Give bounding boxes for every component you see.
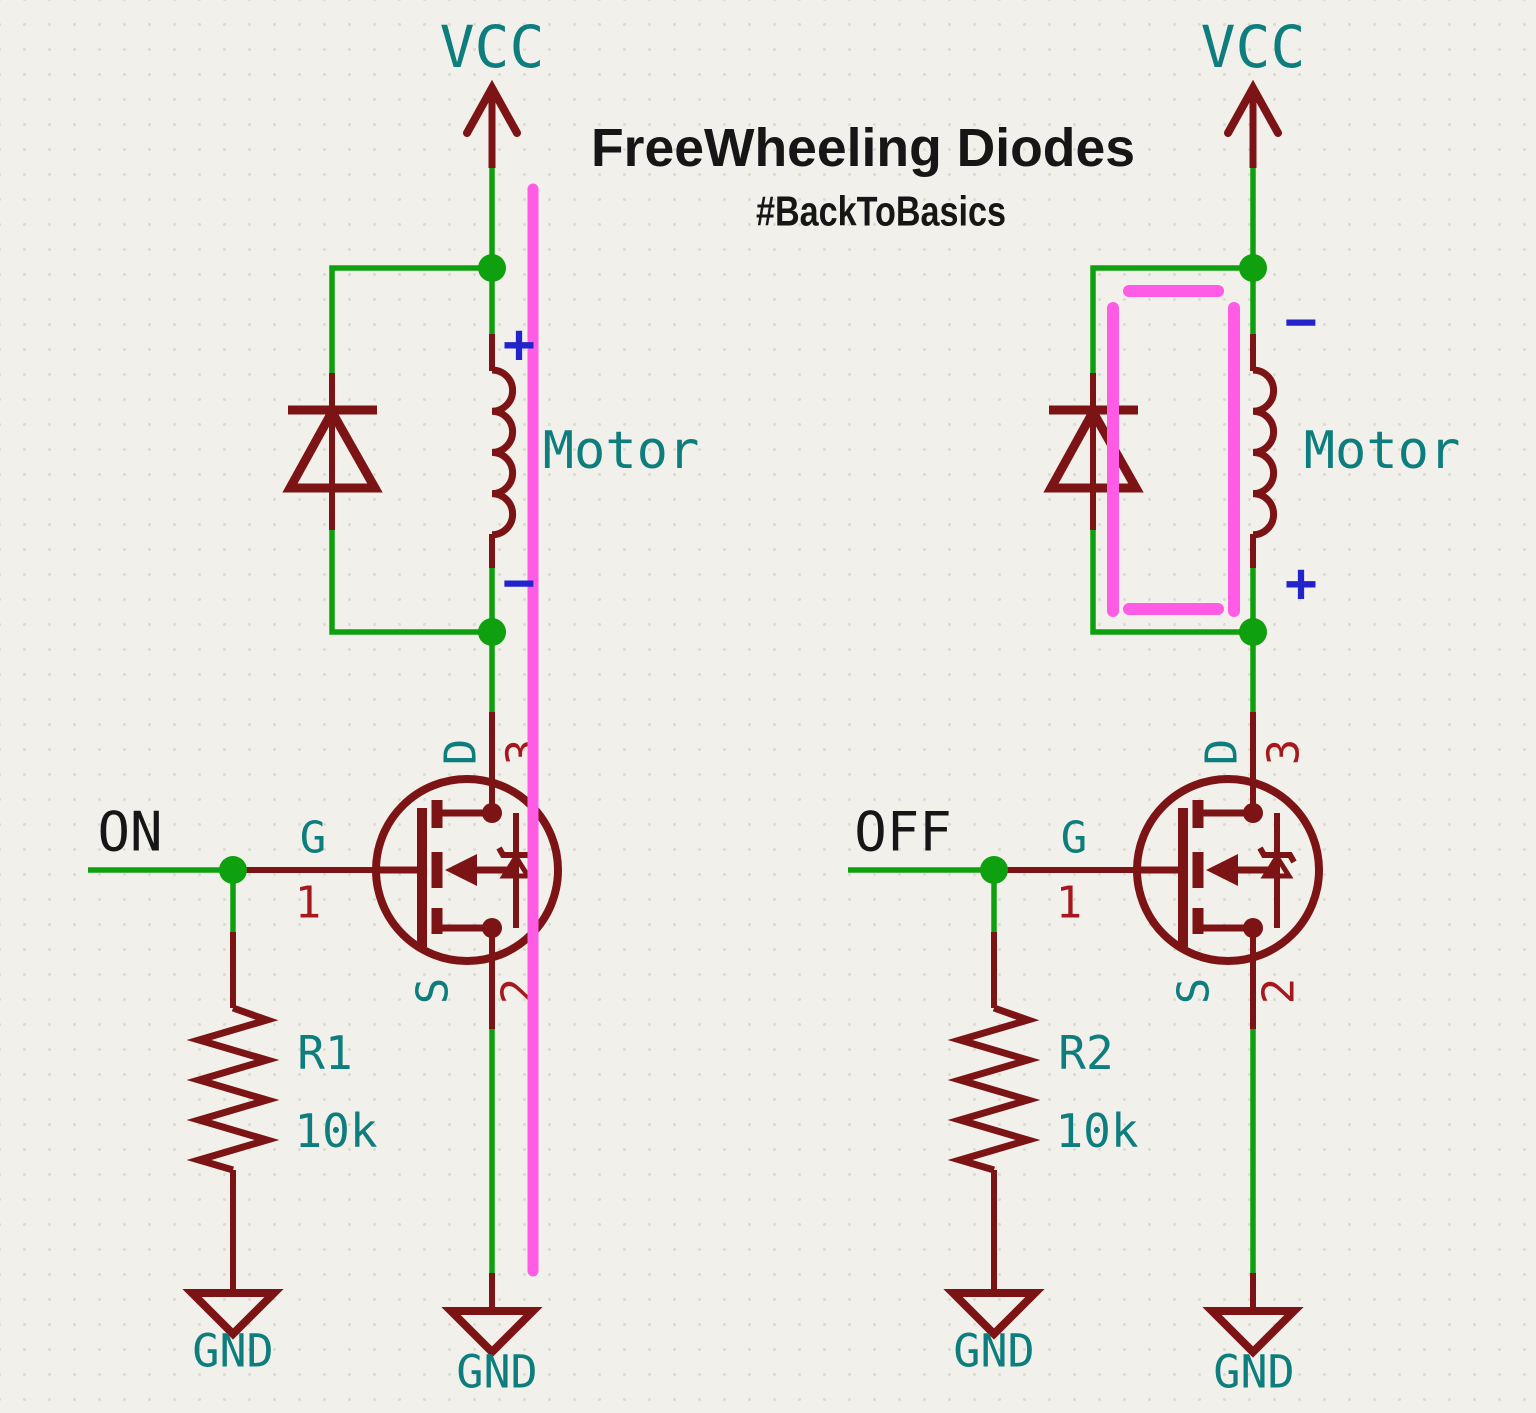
pin-number-drain: 3 <box>498 739 549 766</box>
title-block: FreeWheeling Diodes #BackToBasics <box>591 118 1135 235</box>
wire-diode-top-loop <box>1090 265 1253 374</box>
nmos-transistor: G 1 D 3 S 2 <box>1056 739 1323 1005</box>
left-wires-green <box>88 168 495 1274</box>
gnd-symbol: GND <box>1202 1307 1304 1399</box>
polarity-minus: − <box>503 551 536 614</box>
gnd-symbol: GND <box>441 1307 543 1399</box>
right-wires-red <box>991 334 1256 1312</box>
gate-pulldown-resistor: R2 10k <box>947 1004 1139 1174</box>
polarity-plus: + <box>1285 552 1318 615</box>
diode-triangle <box>282 402 383 493</box>
motor-label: Motor <box>543 421 700 481</box>
vcc-label: VCC <box>1201 13 1306 81</box>
wire-diode-bottom-loop <box>1090 529 1253 635</box>
resistor-zigzag-icon <box>186 1004 280 1174</box>
body-diode-triangle <box>499 852 533 879</box>
pin-name-drain: D <box>436 739 487 766</box>
left-wires-red <box>230 334 495 1312</box>
junction-dot <box>1239 254 1267 282</box>
junction-dot <box>219 856 247 884</box>
resistor-value: 10k <box>1055 1104 1138 1158</box>
gnd-triangle-icon <box>182 1289 284 1340</box>
mosfet-internals <box>376 800 536 947</box>
gate-state-label: ON <box>97 801 162 864</box>
gate-pulldown-resistor: R1 10k <box>186 1004 378 1174</box>
current-path-highlights <box>527 183 1240 1277</box>
mosfet-source-dot <box>482 918 502 938</box>
polarity-plus: + <box>503 313 536 376</box>
mosfet-arrow-icon <box>445 854 477 886</box>
gnd-label: GND <box>456 1346 537 1399</box>
junction-dot <box>478 618 506 646</box>
freewheel-diode-icon <box>282 402 383 493</box>
pin-number-gate: 1 <box>1056 878 1083 929</box>
page-title: FreeWheeling Diodes <box>591 118 1135 178</box>
pin-name-drain: D <box>1197 739 1248 766</box>
wire-diode-bottom-loop <box>329 529 492 635</box>
nmos-transistor: G 1 D 3 S 2 <box>295 739 562 1005</box>
pin-name-gate: G <box>300 813 327 864</box>
gnd-triangle-icon <box>1202 1307 1304 1358</box>
mosfet-arrow-icon <box>1206 854 1238 886</box>
pin-number-gate: 1 <box>295 878 322 929</box>
gnd-triangle-icon <box>441 1307 543 1358</box>
gnd-label: GND <box>1213 1346 1294 1399</box>
junction-dot <box>1239 618 1267 646</box>
polarity-marks: + − − + <box>503 290 1318 615</box>
right-circuit: VCC Motor <box>848 13 1460 1399</box>
body-diode-triangle <box>1260 852 1294 879</box>
gnd-triangle-icon <box>943 1289 1045 1340</box>
vcc-power-symbol: VCC <box>1201 13 1306 168</box>
gnd-label: GND <box>192 1325 273 1378</box>
pin-number-source: 2 <box>1254 978 1305 1005</box>
page-subtitle: #BackToBasics <box>756 188 1006 235</box>
pin-name-source: S <box>1169 978 1220 1005</box>
resistor-zigzag-icon <box>947 1004 1041 1174</box>
junction-dot <box>980 856 1008 884</box>
pin-name-source: S <box>408 978 459 1005</box>
mosfet-source-dot <box>1243 918 1263 938</box>
gate-state-label: OFF <box>854 801 952 864</box>
vcc-label: VCC <box>440 13 545 81</box>
resistor-value: 10k <box>294 1104 377 1158</box>
junction-dot <box>478 254 506 282</box>
polarity-minus: − <box>1285 290 1318 353</box>
motor-inductor: Motor <box>1252 366 1461 539</box>
resistor-ref: R2 <box>1058 1026 1113 1080</box>
vcc-arrow-icon <box>463 79 521 137</box>
gnd-symbol: GND <box>943 1289 1045 1378</box>
left-circuit: VCC Motor <box>88 13 699 1399</box>
pin-name-gate: G <box>1061 813 1088 864</box>
motor-label: Motor <box>1304 421 1461 481</box>
gnd-label: GND <box>953 1325 1034 1378</box>
wire-diode-top-loop <box>329 265 492 374</box>
motor-inductor: Motor <box>491 366 700 539</box>
pin-number-drain: 3 <box>1259 739 1310 766</box>
inductor-coil-icon <box>1252 366 1278 539</box>
inductor-coil-icon <box>491 366 517 539</box>
vcc-arrow-icon <box>1224 79 1282 137</box>
mosfet-internals <box>1137 800 1297 947</box>
right-wires-green <box>848 168 1256 1274</box>
gnd-symbol: GND <box>182 1289 284 1378</box>
resistor-ref: R1 <box>297 1026 352 1080</box>
vcc-power-symbol: VCC <box>440 13 545 168</box>
mosfet-drain-dot <box>1243 803 1263 823</box>
mosfet-drain-dot <box>482 803 502 823</box>
